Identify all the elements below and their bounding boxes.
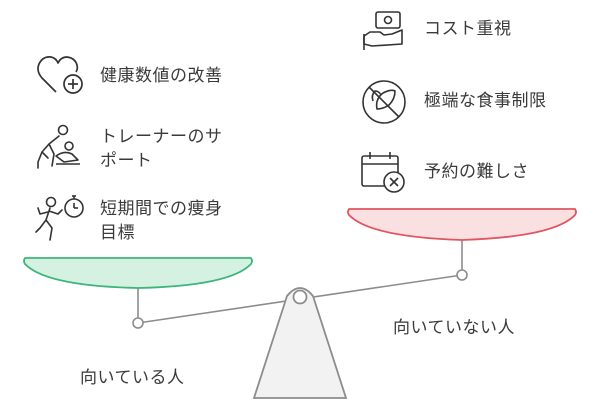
scale-stand — [252, 287, 348, 399]
con-item-2-line-1: 極端な食事制限 — [424, 91, 547, 111]
left-caption: 向いている人 — [80, 368, 185, 388]
right-beam-joint — [456, 269, 468, 281]
pro-item-3-line-2: 目標 — [100, 223, 135, 243]
left-pan — [23, 257, 253, 289]
money-hand-icon — [363, 11, 403, 50]
pro-item-3-line-1: 短期間での痩身 — [100, 199, 223, 219]
calendar-cancel-icon — [361, 152, 405, 193]
right-caption: 向いていない人 — [393, 318, 515, 338]
runner-stopwatch-icon — [35, 195, 84, 241]
no-food-icon — [362, 80, 406, 124]
right-pan — [347, 208, 577, 241]
pro-item-2-line-1: トレーナーのサ — [100, 127, 223, 147]
pivot-joint — [292, 289, 308, 305]
pro-item-2-line-2: ポート — [100, 151, 153, 171]
heart-plus-icon — [37, 56, 83, 94]
left-beam-joint — [132, 317, 144, 329]
trainer-assist-icon — [37, 124, 80, 169]
pro-item-1-line-1: 健康数値の改善 — [100, 66, 223, 86]
con-item-1-line-1: コスト重視 — [424, 19, 512, 39]
con-item-3-line-1: 予約の難しさ — [424, 162, 529, 182]
